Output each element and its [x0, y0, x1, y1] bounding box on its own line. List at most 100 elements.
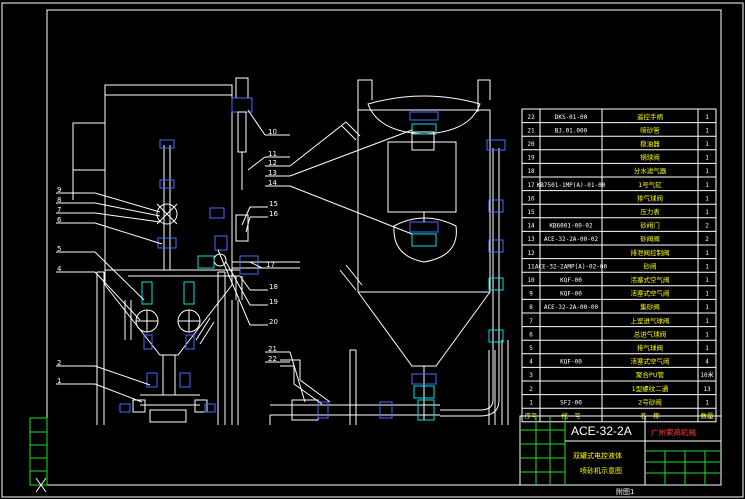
callout-7: 7 [57, 206, 61, 214]
bom-cell-no: 11 [527, 263, 535, 270]
callout-22: 22 [268, 355, 277, 363]
bom-cell-no: 14 [527, 223, 535, 230]
binding-strip [29, 417, 48, 486]
bom-cell-qty: 1 [705, 331, 709, 338]
callout-15: 15 [269, 200, 278, 208]
company-name: 广州索高机械 [651, 427, 696, 437]
binding-strip-lines [30, 431, 47, 472]
inner-frame [46, 9, 722, 486]
bom-cell-code: ACE-32-2A-00-00 [544, 304, 599, 311]
bom-cell-qty: 1 [705, 114, 709, 121]
bom-cell-name: 1型螺纹二通 [632, 384, 669, 393]
callout-18: 18 [269, 283, 278, 291]
bom-cell-qty: 1 [705, 277, 709, 284]
bom-cell-no: 20 [527, 141, 535, 148]
bom-cell-name: 聚合PU管 [636, 370, 665, 379]
callout-20: 20 [269, 318, 278, 326]
leader-lines [56, 109, 413, 403]
bom-cell-name: 活塞式空气阀 [631, 275, 670, 284]
bom-header-qty: 数量 [701, 411, 715, 420]
bom-cell-no: 18 [527, 168, 535, 175]
callout-4: 4 [57, 265, 62, 273]
bom-cell-name: 压力表 [640, 207, 660, 216]
bom-cell-code: SF2-00 [560, 399, 582, 406]
bom-cell-qty: 1 [705, 318, 709, 325]
bom-cell-qty: 1 [705, 141, 709, 148]
bom-cell-name: 活塞式空气阀 [631, 289, 670, 298]
callout-16: 16 [269, 210, 278, 218]
bom-header-name: 名 称 [640, 411, 660, 420]
bom-cell-no: 7 [529, 318, 533, 325]
bom-cell-name: 分水滤气器 [634, 166, 667, 175]
bom-cell-name: 遥控手柄 [637, 112, 664, 121]
bom-cell-no: 21 [527, 127, 535, 134]
top-valve-device [231, 77, 253, 190]
bom-cell-code: BJ.01.000 [555, 127, 588, 134]
bom-cell-name: 砂阀 [644, 261, 657, 270]
bom-cell-name: 活塞式空气阀 [631, 357, 670, 366]
callout-13: 13 [268, 169, 277, 177]
bom-cell-qty: 2 [705, 223, 709, 230]
bom-cell-no: 8 [529, 304, 533, 311]
bom-cell-no: 19 [527, 155, 535, 162]
title-block: ACE-32-2A 广州索高机械 双罐式电控液体 喷砂机示意图 [519, 415, 722, 486]
bom-cell-name: 排气球阀 [637, 343, 663, 352]
callout-10: 10 [268, 128, 277, 136]
bom-cell-qty: 1 [705, 345, 709, 352]
bom-cell-no: 3 [529, 372, 533, 379]
callout-2: 2 [57, 359, 61, 367]
bom-cell-code: DKS-01-00 [555, 114, 588, 121]
bom-cell-no: 6 [529, 331, 533, 338]
bom-header-no: 序号 [525, 411, 539, 420]
bom-cell-no: 10 [527, 277, 535, 284]
bom-cell-code: KQF-00 [560, 291, 582, 298]
callout-19: 19 [269, 298, 278, 306]
bom-cell-no: 9 [529, 291, 533, 298]
callout-8: 8 [57, 196, 61, 204]
bom-cell-name: 集砂阀 [640, 302, 660, 311]
bom-cell-code: KB6001-00-02 [549, 223, 593, 230]
bom-cell-qty: 1 [705, 291, 709, 298]
bom-cell-name: 钢球阀 [640, 153, 660, 162]
bom-cell-no: 13 [527, 236, 535, 243]
bom-cell-code: ACE-32-2AMP(A)-02-00 [535, 263, 608, 270]
callout-6: 6 [57, 216, 62, 224]
callout-1: 1 [57, 377, 61, 385]
callout-12: 12 [268, 159, 277, 167]
bom-cell-qty: 1 [705, 209, 709, 216]
bom-cell-name: 砂阀阀 [640, 234, 660, 243]
drawing-description-line2: 喷砂机示意图 [580, 466, 622, 475]
callout-14: 14 [268, 179, 277, 187]
bom-cell-name: 砂阀门 [640, 221, 660, 230]
bom-cell-name: 总进气球阀 [634, 329, 667, 338]
bom-cell-qty: 1 [705, 399, 709, 406]
callout-5: 5 [57, 245, 61, 253]
bom-cell-qty: 1 [705, 195, 709, 202]
bom-cell-name: 1号气缸 [638, 180, 662, 189]
bom-cell-name: 上室进气球阀 [631, 316, 670, 325]
callout-21: 21 [268, 345, 277, 353]
drawing-description-line1: 双罐式电控液体 [573, 451, 622, 460]
bom-cell-qty: 1 [705, 250, 709, 257]
bom-cell-code: ACE-32-2A-00-02 [544, 236, 599, 243]
bom-cell-code: KQF-00 [560, 359, 582, 366]
bom-cell-name: 排泄阀控制阀 [631, 248, 670, 257]
bottom-pipework [269, 359, 440, 425]
bom-cell-qty: 1 [705, 182, 709, 189]
corner-mark-icon [35, 477, 47, 493]
bom-cell-qty: 1 [705, 168, 709, 175]
bom-header-code: 代 号 [561, 411, 581, 420]
bom-cell-qty: 13 [703, 386, 711, 393]
bom-cell-qty: 1 [705, 155, 709, 162]
right-callouts: 10 11 12 13 14 15 16 17 18 19 20 21 22 [266, 128, 278, 363]
callout-9: 9 [57, 186, 61, 194]
bom-cell-qty: 2 [705, 236, 709, 243]
bom-cell-qty: 4 [705, 359, 709, 366]
bom-cell-name: 稳油器 [640, 139, 660, 148]
bom-cell-no: 4 [529, 359, 533, 366]
left-callouts: 9 8 7 6 5 4 2 1 [57, 186, 62, 385]
bom-frame [521, 108, 717, 423]
